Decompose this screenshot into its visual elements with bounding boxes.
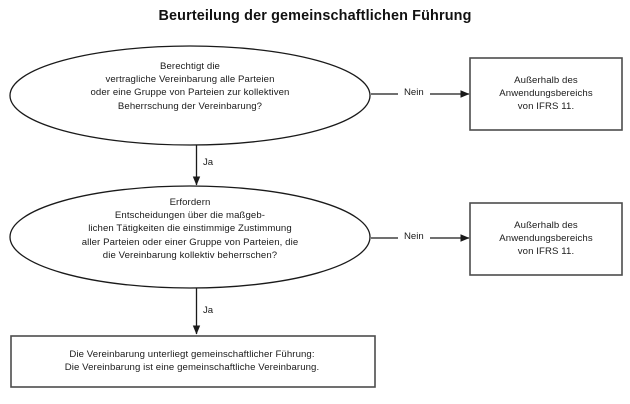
decision-node-2-shape: [9, 185, 371, 289]
conclusion-box-shape: [10, 335, 376, 388]
decision-node-1-label: Berechtigt die vertragliche Vereinbarung…: [90, 61, 290, 112]
edge-label-ja-2: Ja: [203, 305, 214, 316]
decision-node-2-label: Erfordern Entscheidungen über die maßgeb…: [81, 197, 299, 261]
edge-label-nein-2: Nein: [404, 231, 424, 242]
outcome-box-2-label: Außerhalb des Anwendungsbereichs von IFR…: [499, 220, 593, 258]
edge-label-ja-1: Ja: [203, 157, 214, 168]
outcome-box-1-label: Außerhalb des Anwendungsbereichs von IFR…: [499, 75, 593, 113]
outcome-box-2-shape: [469, 202, 623, 276]
conclusion-box-label: Die Vereinbarung unterliegt gemeinschaft…: [64, 349, 320, 374]
outcome-box-1-shape: [469, 57, 623, 131]
edge-label-nein-1: Nein: [404, 87, 424, 98]
decision-node-1-shape: [9, 45, 371, 146]
page-title: Beurteilung der gemeinschaftlichen Führu…: [158, 8, 472, 24]
